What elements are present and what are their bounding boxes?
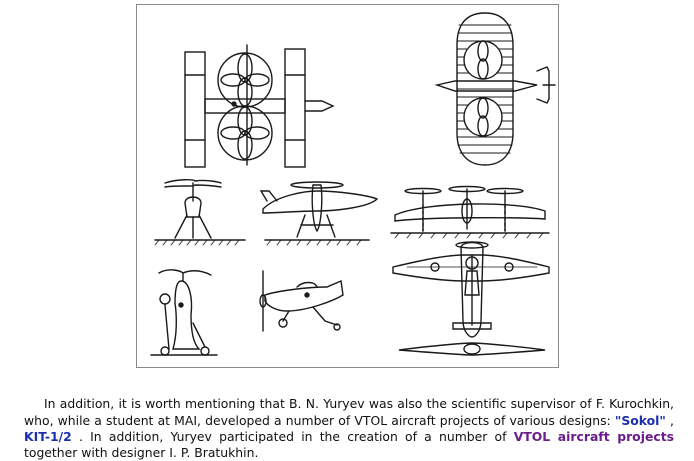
sketch-tripod-side-view	[154, 178, 246, 246]
link-kit-1-2[interactable]: KIT-1/2	[24, 428, 72, 444]
caption-text-3: together with designer I. P. Bratukhin.	[24, 445, 259, 460]
sketch-wheeled-tail-sitter	[150, 269, 218, 356]
figure-frame	[136, 4, 559, 368]
caption-separator: ,	[670, 412, 674, 428]
link-sokol[interactable]: "Sokol"	[614, 412, 666, 428]
caption-text-1: In addition, it is worth mentioning that…	[24, 396, 674, 428]
rotor-rear	[217, 105, 273, 161]
sketch-prop-fighter-side-view	[259, 270, 344, 332]
sketch-fighter-plan-and-front-view	[392, 241, 550, 356]
sketch-twin-boom-top-view	[184, 44, 335, 168]
vtol-sketches-figure	[150, 12, 556, 356]
sketch-tail-sitter-side-view	[259, 181, 379, 246]
caption-text-2: . In addition, Yuryev participated in th…	[78, 428, 507, 444]
caption-paragraph: In addition, it is worth mentioning that…	[24, 396, 674, 461]
sketch-oval-wing-top-view	[434, 12, 556, 166]
link-vtol-aircraft-projects[interactable]: VTOL aircraft projects	[513, 428, 674, 444]
sketch-tri-rotor-front-view	[390, 185, 550, 239]
